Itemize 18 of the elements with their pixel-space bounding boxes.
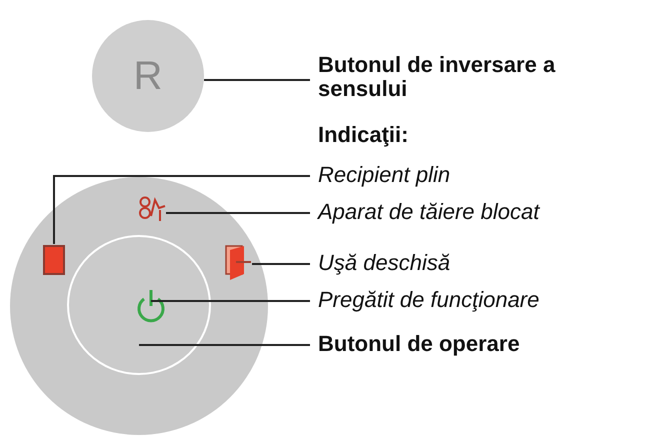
container-icon [42, 244, 66, 276]
leader-line [204, 79, 310, 81]
power-icon [135, 287, 167, 323]
callout-text: Pregătit de funcţionare [310, 288, 650, 314]
callout-text: Recipient plin [310, 163, 610, 189]
section-heading: Indicaţii: [318, 123, 408, 147]
leader-line [53, 175, 310, 244]
leader-line [166, 212, 310, 214]
leader-line [151, 300, 310, 302]
door-icon [224, 244, 252, 282]
callout-text: Butonul de operare [310, 332, 650, 358]
leader-line [139, 344, 310, 346]
callout-text: Aparat de tăiere blocat [310, 200, 650, 226]
leader-line [252, 263, 310, 265]
reverse-button: R [92, 20, 204, 132]
callout-text: Butonul de inversare a sensului [310, 53, 610, 107]
callout-text: Uşă deschisă [310, 251, 610, 277]
blade-icon [138, 194, 166, 222]
